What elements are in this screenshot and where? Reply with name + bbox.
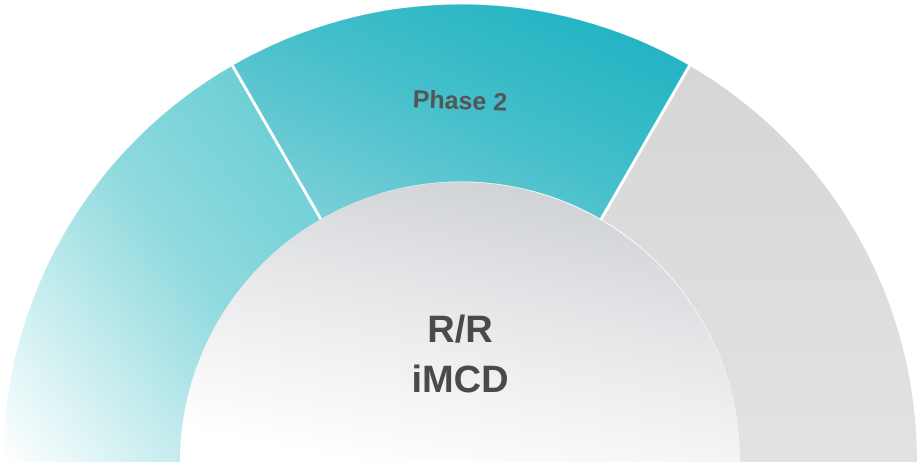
divider-left	[231, 64, 323, 220]
segment-right	[601, 65, 918, 462]
segment-phase-2	[232, 4, 690, 220]
segment-left	[2, 65, 321, 462]
center-hub	[180, 182, 740, 462]
divider-right	[599, 64, 691, 220]
segment-label-phase-2: Phase 2	[412, 85, 507, 116]
center-title-line-1: R/R	[427, 309, 492, 351]
center-title-line-2: iMCD	[411, 359, 508, 401]
